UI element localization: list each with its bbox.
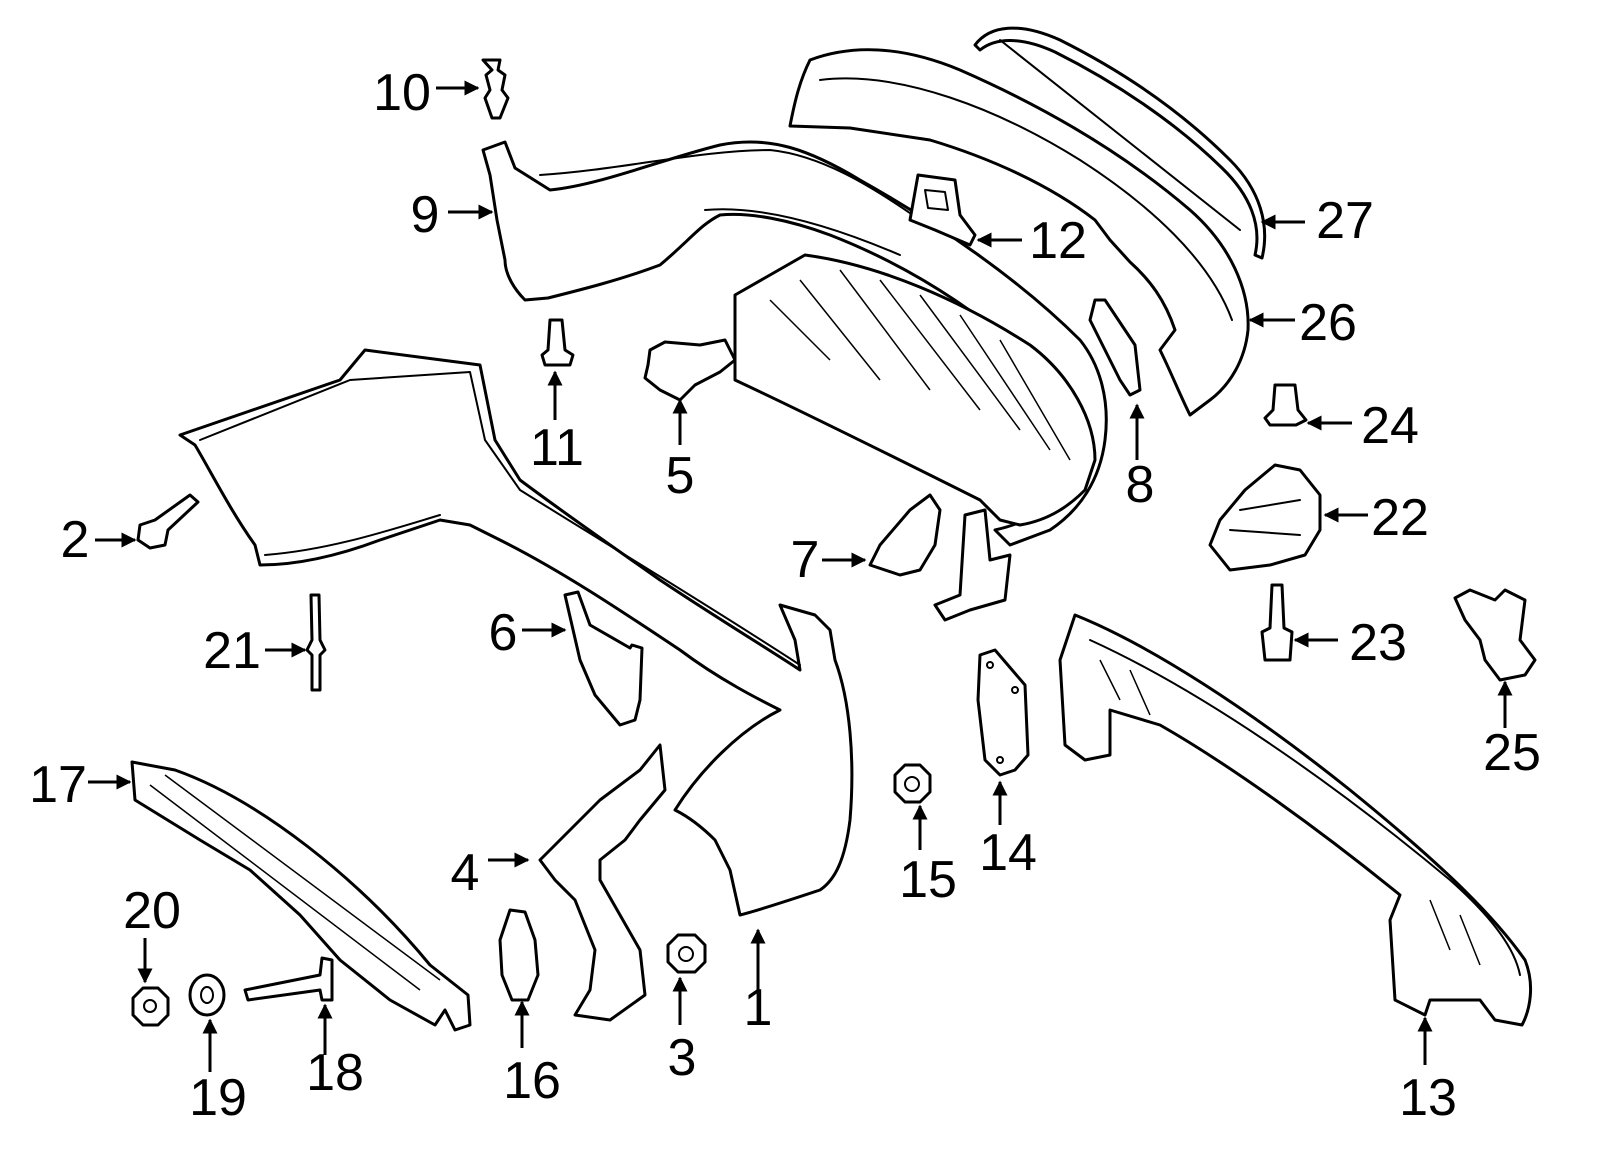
callout-21: 21 — [203, 622, 261, 680]
callout-2: 2 — [61, 511, 90, 569]
callout-9: 9 — [411, 186, 440, 244]
callout-17: 17 — [29, 756, 87, 814]
callout-6: 6 — [489, 604, 518, 662]
callout-8: 8 — [1126, 456, 1155, 514]
part-6-reflector-bracket — [563, 590, 644, 727]
part-16-clip-bracket — [498, 908, 540, 1002]
part-21-rivet — [305, 593, 327, 692]
callout-7: 7 — [791, 531, 820, 589]
callout-labels: 1 2 3 4 5 6 7 8 9 10 11 12 13 14 15 16 1… — [29, 64, 1541, 1127]
part-7-small-bracket — [868, 493, 942, 577]
callout-27: 27 — [1316, 192, 1374, 250]
part-23-bolt — [1260, 583, 1294, 662]
part-18-bolt — [243, 956, 334, 1002]
part-5-bracket — [643, 338, 737, 402]
part-3-nut — [666, 933, 707, 974]
part-24-nut-clip — [1263, 383, 1308, 427]
callout-15: 15 — [899, 851, 957, 909]
callout-3: 3 — [668, 1029, 697, 1087]
part-19-washer — [188, 973, 226, 1017]
callout-leaders — [88, 80, 1513, 1072]
part-26-lower-valance — [788, 48, 1250, 417]
callout-14: 14 — [979, 824, 1037, 882]
part-14-plate — [976, 648, 1030, 777]
part-27-trim-strip — [973, 26, 1267, 260]
callout-5: 5 — [666, 447, 695, 505]
callout-16: 16 — [503, 1052, 561, 1110]
part-25-bracket — [1453, 588, 1537, 682]
callout-19: 19 — [189, 1069, 247, 1127]
callout-26: 26 — [1299, 294, 1357, 352]
part-22-bracket-housing — [1208, 463, 1322, 572]
part-20-nut — [131, 986, 170, 1027]
callout-23: 23 — [1349, 614, 1407, 672]
lower-bracket-strip — [933, 508, 1012, 622]
part-15-nut — [893, 763, 932, 804]
part-13-reinforcement-beam — [1058, 613, 1532, 1027]
callout-18: 18 — [306, 1044, 364, 1102]
callout-22: 22 — [1371, 489, 1429, 547]
part-8-side-strip — [1088, 298, 1142, 397]
part-1-bumper-cover — [178, 348, 854, 917]
callout-4: 4 — [451, 844, 480, 902]
callout-10: 10 — [373, 64, 431, 122]
part-4-side-bracket — [538, 743, 667, 1022]
part-2-bolt — [136, 493, 200, 550]
callout-24: 24 — [1361, 397, 1419, 455]
part-12-sensor-bracket — [908, 173, 977, 247]
callout-25: 25 — [1483, 724, 1541, 782]
part-10-push-pin-clip — [481, 58, 510, 120]
callout-20: 20 — [123, 882, 181, 940]
part-11-screw — [540, 318, 575, 367]
callout-1: 1 — [744, 979, 773, 1037]
part-17-impact-absorber — [130, 760, 472, 1032]
callout-11: 11 — [530, 419, 584, 477]
callout-12: 12 — [1029, 212, 1087, 270]
underbody-panel — [733, 253, 1097, 527]
callout-13: 13 — [1399, 1069, 1457, 1127]
